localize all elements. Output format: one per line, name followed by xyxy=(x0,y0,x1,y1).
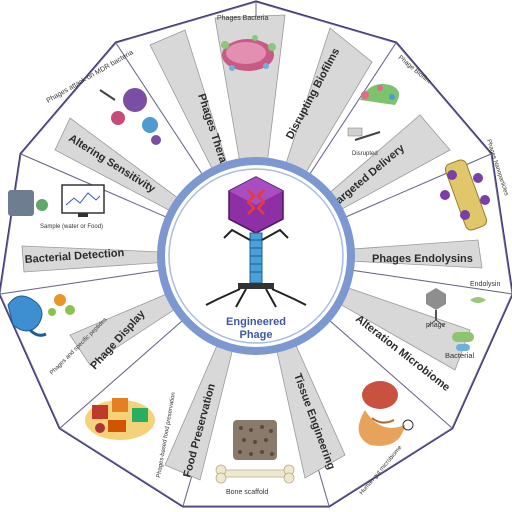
nanoparticle-rod-icon xyxy=(440,159,490,231)
caption-bone-scaffold: Bone scaffold xyxy=(226,489,268,496)
bone-scaffold-icon xyxy=(215,420,295,484)
mdr-attack-icon xyxy=(99,88,161,145)
peptide-display-icon xyxy=(7,294,75,337)
caption-phages-bacteria: Phages Bacteria xyxy=(217,15,268,22)
caption-bacterial: Bacterial xyxy=(445,351,475,360)
caption-disrupted: Disrupted xyxy=(352,151,378,157)
caption-sample: Sample (water or Food) xyxy=(40,224,103,230)
caption-endolysin: Endolysin xyxy=(470,281,500,288)
endolysin-icon xyxy=(426,288,486,327)
biofilm-icon xyxy=(347,84,399,141)
gut-organs-icon xyxy=(358,381,414,446)
engineered-phage-icon xyxy=(205,176,307,308)
detection-monitor-icon xyxy=(8,184,105,217)
label-phages-endolysins: Phages Endolysins xyxy=(372,253,473,265)
food-plate-icon xyxy=(85,398,155,440)
center-label-line2: Phage xyxy=(239,329,272,341)
caption-phage: phage xyxy=(426,322,446,329)
center-label-line1: Engineered xyxy=(226,316,286,328)
bacteria-blob-icon xyxy=(221,35,276,71)
microbiome-icon xyxy=(452,332,474,351)
